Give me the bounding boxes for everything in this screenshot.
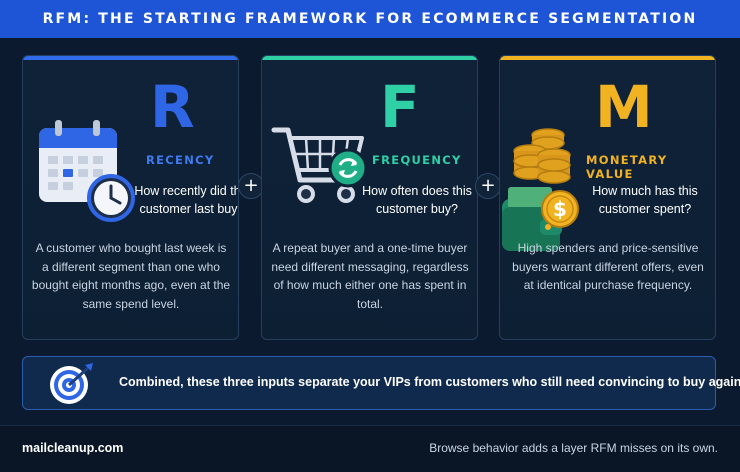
recency-question: How recently did this customer last buy? bbox=[134, 184, 239, 216]
footer-site-link[interactable]: mailcleanup.com bbox=[22, 441, 124, 455]
recency-letter: R bbox=[150, 73, 195, 141]
footer: mailcleanup.com Browse behavior adds a l… bbox=[0, 425, 740, 472]
svg-text:$: $ bbox=[553, 197, 567, 221]
recency-description: A customer who bought last week is a dif… bbox=[31, 241, 231, 311]
frequency-description: A repeat buyer and a one-time buyer need… bbox=[271, 241, 469, 311]
frequency-card: F FREQUENCY How often does this customer… bbox=[261, 55, 478, 340]
summary-callout: Combined, these three inputs separate yo… bbox=[22, 356, 740, 410]
card-accent-bar bbox=[262, 56, 477, 60]
frequency-question: How often does this customer buy? bbox=[362, 184, 472, 216]
plus-operator: + bbox=[475, 173, 501, 199]
footer-note: Browse behavior adds a layer RFM misses … bbox=[429, 441, 718, 455]
monetary-letter: M bbox=[595, 73, 653, 141]
shopping-cart-repeat-icon bbox=[271, 127, 368, 203]
summary-text: Combined, these three inputs separate yo… bbox=[119, 375, 740, 389]
monetary-label: MONETARY VALUE bbox=[586, 153, 668, 181]
card-accent-bar bbox=[500, 56, 715, 60]
frequency-label: FREQUENCY bbox=[372, 153, 462, 167]
monetary-card: $ M MONETARY VALUE How much has this cus… bbox=[499, 55, 716, 340]
calendar-clock-icon bbox=[39, 120, 135, 222]
card-accent-bar bbox=[23, 56, 238, 60]
target-icon bbox=[50, 363, 93, 404]
monetary-question: How much has this customer spent? bbox=[592, 184, 698, 216]
frequency-letter: F bbox=[380, 73, 420, 141]
header-banner: RFM: THE STARTING FRAMEWORK FOR ECOMMERC… bbox=[0, 0, 740, 38]
page-title: RFM: THE STARTING FRAMEWORK FOR ECOMMERC… bbox=[42, 11, 698, 27]
coins-wallet-icon: $ bbox=[502, 128, 579, 251]
recency-label: RECENCY bbox=[146, 153, 215, 167]
monetary-description: High spenders and price-sensitive buyers… bbox=[512, 241, 704, 292]
recency-card: R RECENCY How recently did this customer… bbox=[22, 55, 239, 340]
